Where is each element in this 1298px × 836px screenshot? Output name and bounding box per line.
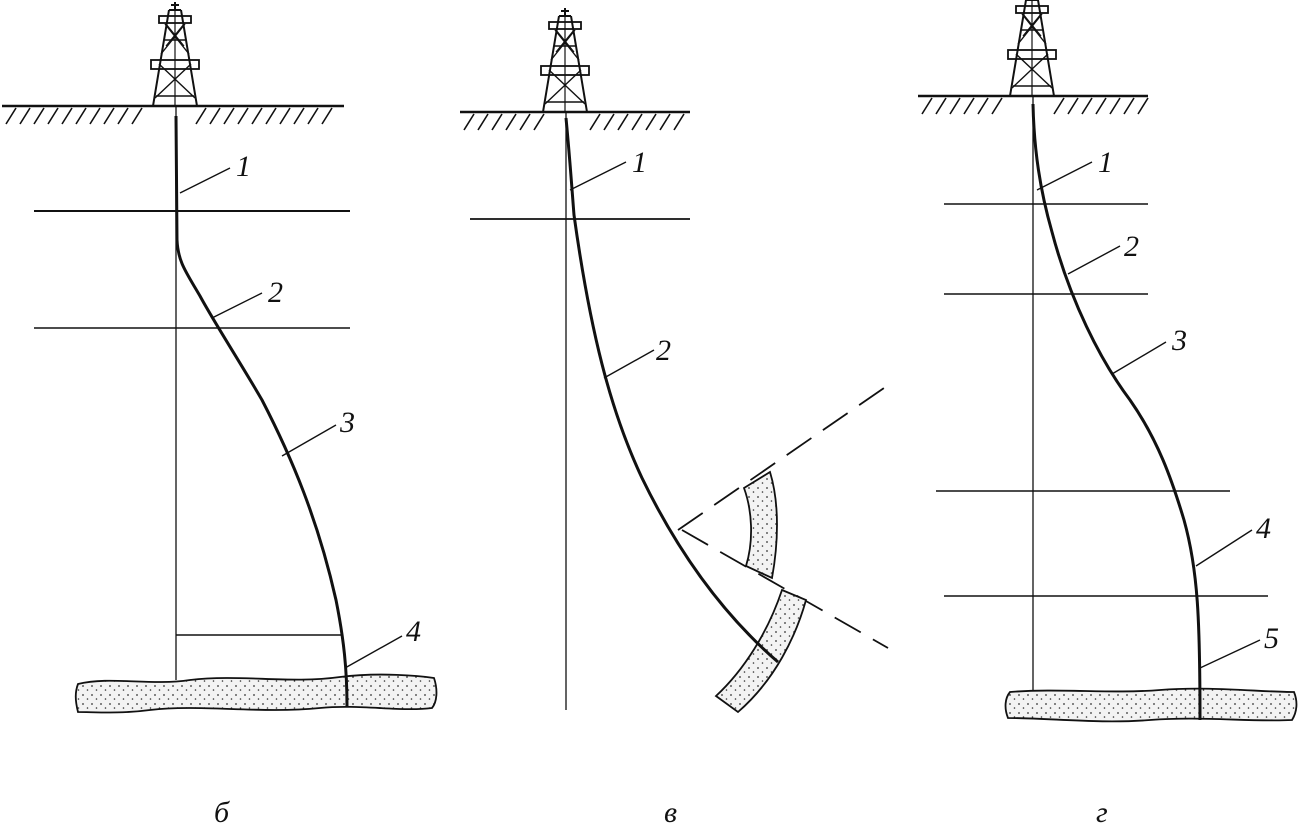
- drilling-rig-icon: [1007, 0, 1057, 97]
- label-b-4: 4: [406, 615, 421, 648]
- reservoir-g: [1004, 687, 1298, 723]
- label-g-2: 2: [1124, 230, 1139, 263]
- panel-v: 1 2 в: [460, 7, 889, 829]
- leaders-b: [179, 167, 403, 669]
- wellbore-v: [564, 117, 779, 664]
- label-v-1: 1: [632, 146, 647, 179]
- reservoir-b: [74, 673, 438, 714]
- caption-g: г: [1096, 796, 1108, 829]
- label-b-2: 2: [268, 276, 283, 309]
- depth-markers-g: [936, 203, 1268, 597]
- fault-lines-v: [677, 387, 889, 649]
- label-g-3: 3: [1171, 324, 1187, 357]
- label-b-3: 3: [339, 406, 355, 439]
- caption-v: в: [664, 796, 677, 829]
- caption-b: б: [214, 796, 230, 829]
- label-v-2: 2: [656, 334, 671, 367]
- reservoir-upper-block-v: [742, 470, 778, 580]
- label-g-1: 1: [1098, 146, 1113, 179]
- label-g-4: 4: [1256, 512, 1271, 545]
- drilling-rig-icon: [540, 7, 590, 113]
- reservoir-lower-block-v: [714, 588, 808, 714]
- depth-markers-b: [34, 210, 350, 636]
- wellbore-b: [174, 115, 349, 707]
- label-b-1: 1: [236, 150, 251, 183]
- label-g-5: 5: [1264, 622, 1279, 655]
- leaders-g: [1036, 161, 1261, 669]
- drilling-rig-icon: [150, 1, 200, 107]
- panel-g: 1 2 3 4 5 г: [918, 0, 1298, 829]
- ground-surface-b: [2, 104, 344, 125]
- panel-b: 1 2 3 4 б: [2, 1, 438, 829]
- wellbore-g: [1031, 103, 1202, 721]
- leaders-v: [569, 161, 655, 379]
- ground-surface-v: [460, 110, 690, 131]
